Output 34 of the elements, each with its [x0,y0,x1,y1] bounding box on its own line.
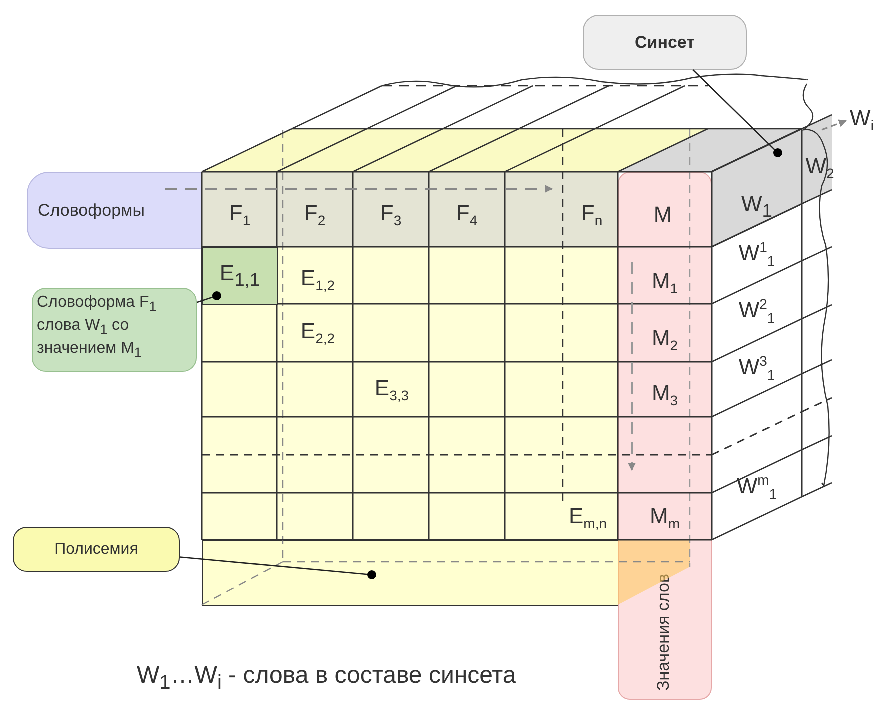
callout-box [13,527,180,572]
cell-label: W$_{2}$ [806,155,834,181]
caption-text: W$_{1}$…W$_{i}$ - слова в составе синсета [137,662,516,695]
cell-label: W$_{1}$ [742,194,772,220]
band-text: Значения слов [654,574,674,691]
callout-text: Синсет [634,32,696,52]
cell-label: E$_{2,2}$ [300,320,336,346]
table-cell [202,247,278,305]
cell-label: E$_{1,1}$ [220,262,260,290]
cell-label: F$_{2}$ [304,202,326,228]
cell-label: M$_{2}$ [652,327,678,353]
callout-box [32,288,197,372]
cell-label: F$_{n}$ [581,202,603,228]
cell-label: F$_{1}$ [229,202,251,228]
cell-label: M$_{m}$ [650,505,680,531]
cell-label: W$_{i}$ [850,107,874,133]
bottom-slab [202,540,619,606]
cell-label: E$_{3,3}$ [374,377,410,403]
cell-label: F$_{3}$ [380,202,402,228]
callout-box [27,172,203,249]
callout-text: Полисемия [54,540,140,558]
cell-label: M$_{1}$ [652,270,678,296]
callout-text: Словоформы [38,201,145,221]
cell-label: M [654,204,672,226]
leader-line [180,556,376,580]
callout-text: Словоформа F$_{1}$ слова W$_{1}$ со значением M$_{1}$ [37,293,158,362]
callout-box [583,15,747,70]
cell-label: F$_{4}$ [456,202,478,228]
vertical-band [618,172,712,700]
leader-line [692,70,782,158]
cell-label: E$_{m,n}$ [568,505,608,531]
cell-label: E$_{1,2}$ [300,267,336,293]
cell-label: M$_{3}$ [652,382,678,408]
leader-line [196,292,222,304]
